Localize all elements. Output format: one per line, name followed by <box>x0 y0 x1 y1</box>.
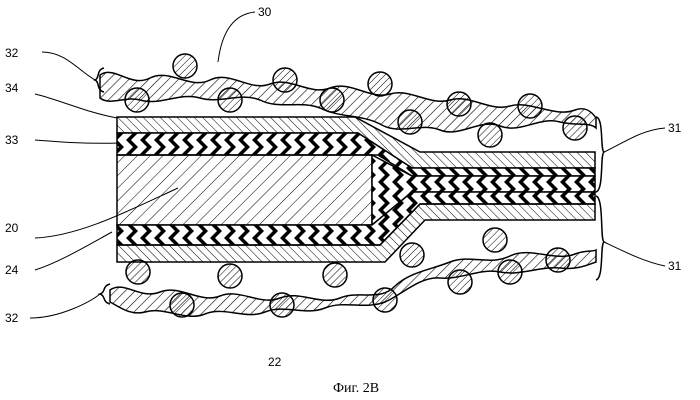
wire <box>320 88 344 112</box>
wire <box>563 116 587 140</box>
wire <box>273 68 297 92</box>
wire <box>218 88 242 112</box>
wire <box>498 260 522 284</box>
label-24: 24 <box>5 263 19 277</box>
wire <box>270 293 294 317</box>
label-32-top: 32 <box>5 46 19 60</box>
brace-31-top <box>596 117 604 192</box>
wire <box>448 270 472 294</box>
wire <box>483 228 507 252</box>
wire <box>546 248 570 272</box>
wire <box>373 288 397 312</box>
wire <box>447 92 471 116</box>
label-30: 30 <box>258 5 272 19</box>
wire <box>173 54 197 78</box>
wire <box>518 94 542 118</box>
brace-32-bottom <box>100 284 110 304</box>
wire <box>218 264 242 288</box>
wire <box>400 243 424 267</box>
label-31-bottom: 31 <box>668 259 682 273</box>
wire <box>398 110 422 134</box>
label-32-bottom: 32 <box>5 311 19 325</box>
wire <box>478 123 502 147</box>
label-22: 22 <box>268 355 282 369</box>
conductor-core <box>117 155 372 225</box>
figure-caption: Фиг. 2В <box>333 381 379 396</box>
wire <box>323 263 347 287</box>
label-33: 33 <box>5 133 19 147</box>
wire <box>126 260 150 284</box>
wire <box>170 293 194 317</box>
label-31-top: 31 <box>668 121 682 135</box>
label-20: 20 <box>5 221 19 235</box>
brace-31-bottom <box>596 196 604 280</box>
wire <box>368 72 392 96</box>
wire <box>125 88 149 112</box>
label-34: 34 <box>5 81 19 95</box>
